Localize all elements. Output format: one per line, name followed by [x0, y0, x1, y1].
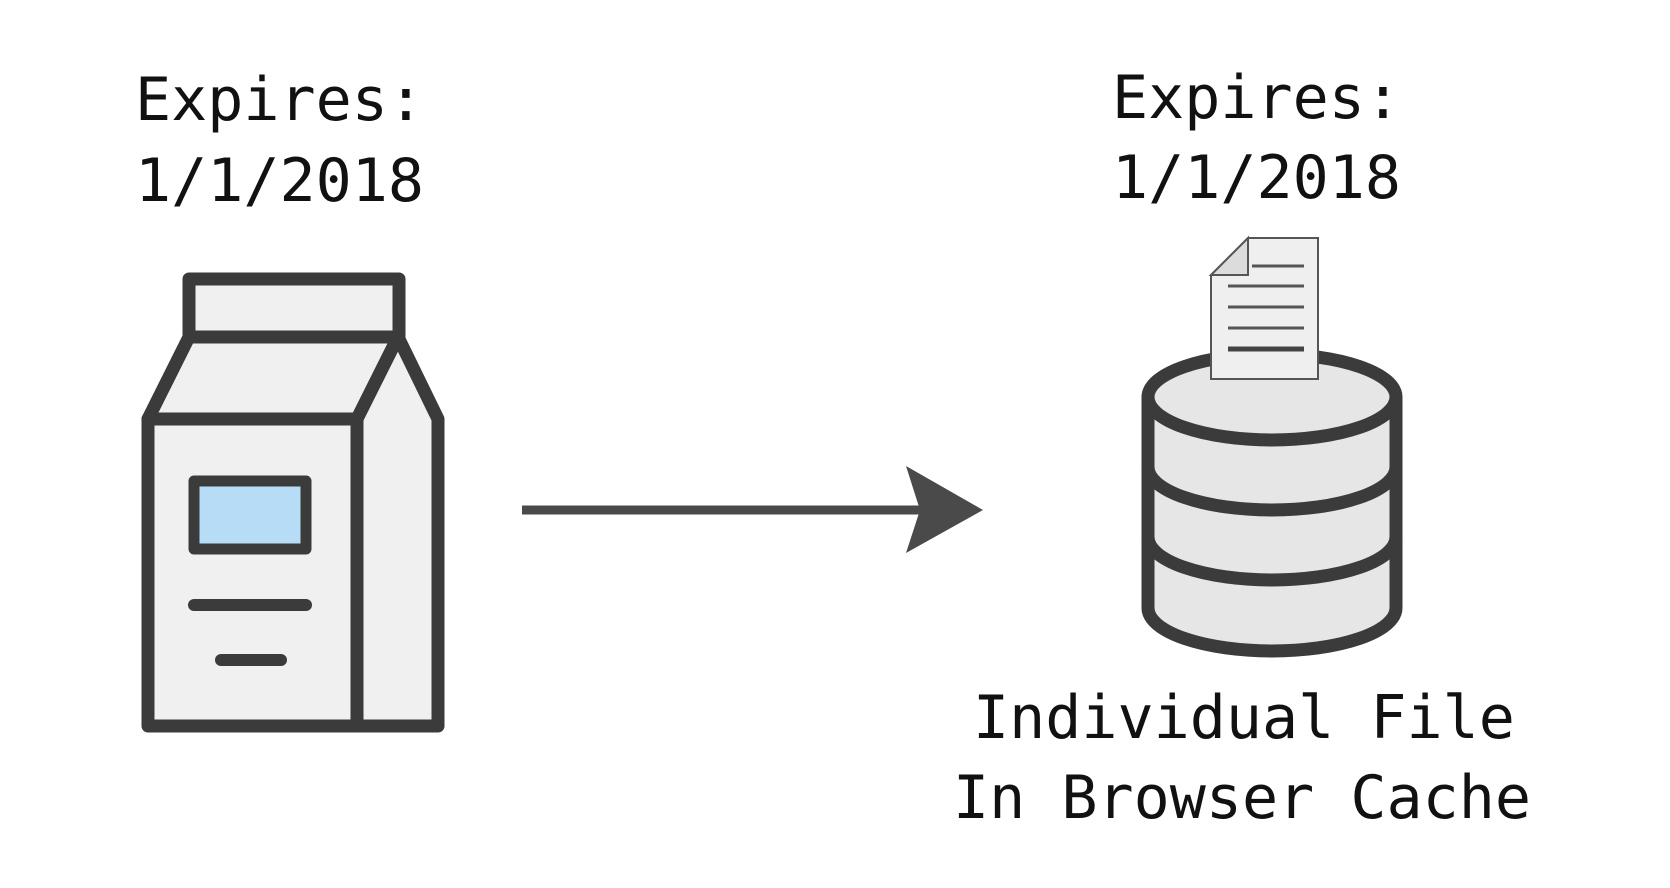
database-icon	[1141, 347, 1403, 658]
database-body	[1141, 397, 1403, 658]
milk-carton-icon	[141, 272, 445, 733]
right-expires-date: 1/1/2018	[1112, 143, 1401, 213]
arrow-head	[906, 466, 983, 553]
right-expires-label: Expires:	[1112, 63, 1401, 133]
right-expiry-label: Expires: 1/1/2018	[1112, 63, 1401, 213]
database-band-2	[1141, 536, 1403, 587]
arrow-right-icon	[522, 466, 983, 553]
carton-front	[141, 412, 364, 733]
caption-line-2: In Browser Cache	[953, 763, 1531, 833]
carton-cap	[182, 272, 406, 344]
document-icon	[1208, 235, 1319, 380]
document-fold	[1208, 235, 1249, 276]
document-text-lines	[1228, 264, 1304, 330]
left-expires-date: 1/1/2018	[135, 146, 424, 216]
left-expiry-label: Expires: 1/1/2018	[135, 65, 424, 216]
carton-side	[350, 330, 445, 733]
left-expires-label: Expires:	[135, 65, 424, 135]
caption-line-1: Individual File	[973, 683, 1515, 753]
right-caption: Individual File In Browser Cache	[953, 683, 1531, 833]
carton-label-window	[188, 475, 312, 555]
database-band-1	[1141, 466, 1403, 517]
